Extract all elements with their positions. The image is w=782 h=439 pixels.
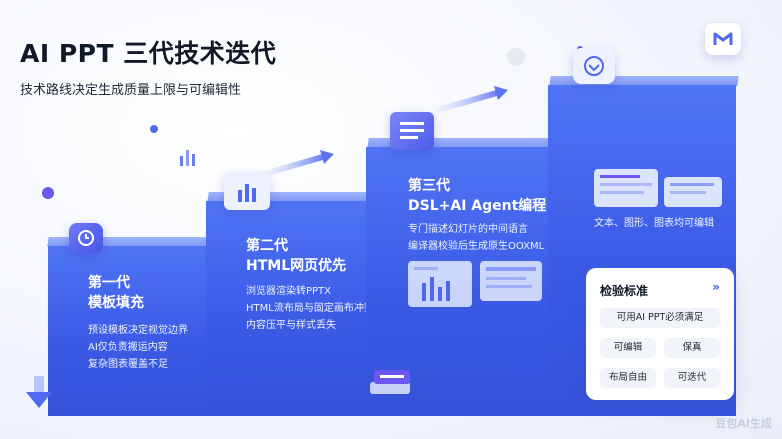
gen-1-line: 预设模板决定视觉边界 [88, 325, 188, 336]
stack-layers-icon [366, 362, 418, 400]
page-title: AI PPT 三代技术迭代 [20, 39, 277, 68]
gen-3-title: 第三代 [408, 178, 450, 194]
gen-2-line: 浏览器渲染转PPTX [246, 286, 332, 297]
standard-pill: 保真 [664, 338, 720, 358]
gen-2-name: HTML网页优先 [246, 258, 347, 274]
bar-chart-icon [180, 150, 195, 166]
double-chevron-right-icon[interactable]: » [712, 280, 720, 294]
step-1-block: 第一代 模板填充 预设模板决定视觉边界 AI仅负责搬运内容 复杂图表覆盖不足 [48, 246, 222, 416]
document-lines-icon [390, 112, 434, 150]
gen-1-name: 模板填充 [88, 295, 144, 311]
gen-3-line: 编译器校验后生成原生OOXML [408, 241, 545, 252]
text-preview-card [480, 261, 542, 301]
gen-4-line: 文本、图形、图表均可编辑 [594, 218, 714, 229]
decor-dot [507, 48, 525, 66]
gen-1-line: 复杂图表覆盖不足 [88, 359, 168, 370]
standards-card: 检验标准 » 可用AI PPT必须满足 可编辑 保真 布局自由 可迭代 [586, 268, 734, 400]
standard-pill: 布局自由 [600, 368, 656, 388]
trend-arrow-icon [436, 86, 508, 113]
step-3-block: 第三代 DSL+AI Agent编程 专门描述幻灯片的中间语言 编译器校验后生成… [366, 147, 580, 416]
gen-3-name: DSL+AI Agent编程 [408, 198, 547, 214]
decor-dot [150, 125, 158, 133]
standard-pill: 可编辑 [600, 338, 656, 358]
standards-title: 检验标准 [600, 284, 649, 298]
gen-2-title: 第二代 [246, 238, 288, 254]
gen-3-line: 专门描述幻灯片的中间语言 [408, 224, 528, 235]
gen-2-line: HTML流布局与固定画布冲突 [246, 303, 374, 314]
ai-heart-icon [573, 48, 615, 84]
down-arrow-icon [26, 376, 52, 408]
standard-pill: 可用AI PPT必须满足 [600, 308, 720, 328]
chart-preview-card [408, 261, 472, 307]
gen-1-line: AI仅负责搬运内容 [88, 342, 168, 353]
decor-dot [42, 187, 54, 199]
gen-1-title: 第一代 [88, 275, 130, 291]
editable-preview-card [664, 177, 722, 207]
refresh-icon [69, 223, 103, 253]
chart-document-icon [224, 172, 270, 210]
editable-preview-card [594, 169, 658, 207]
watermark: 豆包AI生成 [715, 417, 772, 430]
trend-arrow-icon [262, 150, 334, 177]
standard-pill: 可迭代 [664, 368, 720, 388]
gen-2-line: 内容压平与样式丢失 [246, 320, 336, 331]
page-subtitle: 技术路线决定生成质量上限与可编辑性 [20, 83, 242, 98]
app-logo-icon [705, 23, 741, 55]
